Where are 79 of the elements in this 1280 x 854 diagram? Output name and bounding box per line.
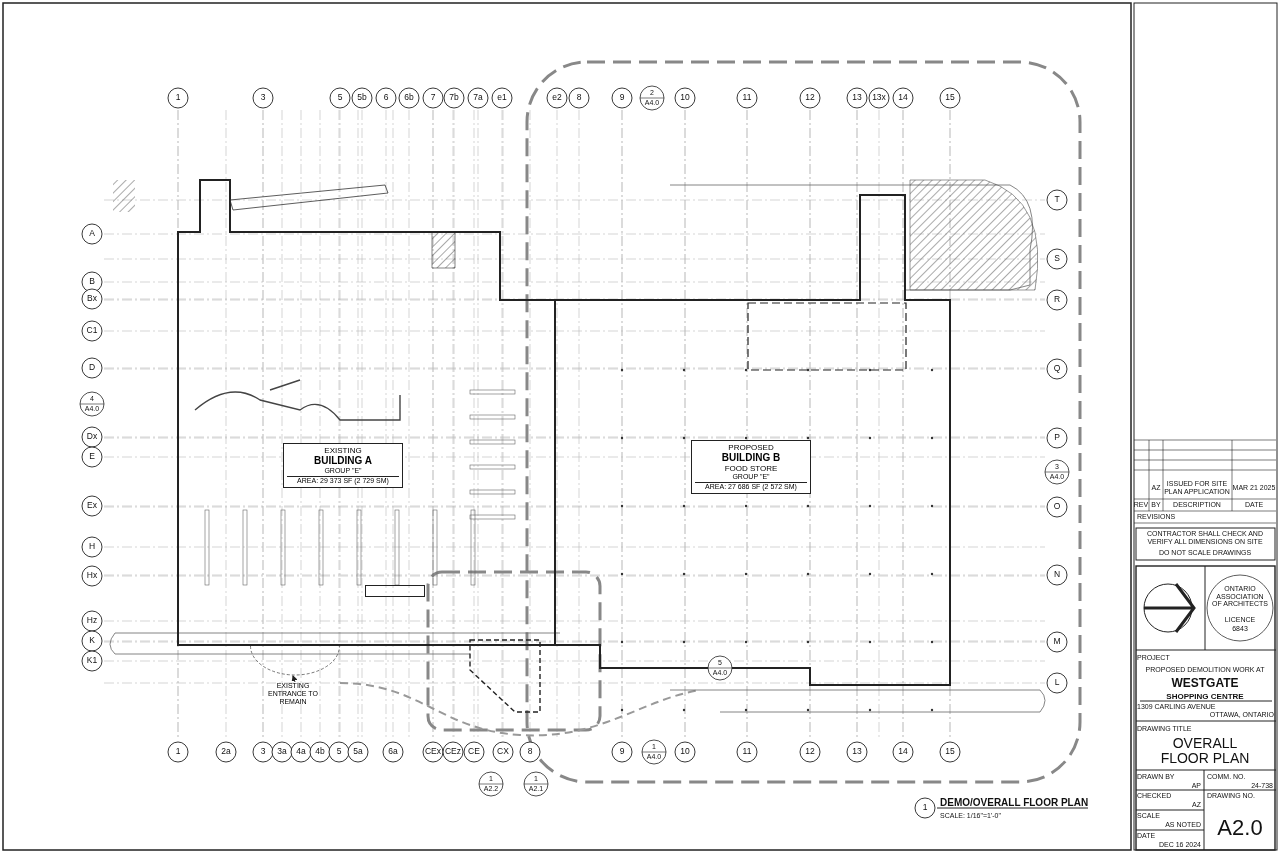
sign-box — [691, 440, 811, 494]
grid-label: 2a — [221, 747, 231, 757]
grid-label: C1 — [86, 326, 98, 336]
building-label: EXISTING — [323, 446, 363, 456]
grid-label: K1 — [86, 656, 98, 666]
sign-box — [283, 443, 403, 488]
grid-label: 7a — [473, 93, 483, 103]
grid-label: Ex — [87, 501, 97, 511]
sign-box — [365, 585, 425, 597]
entrance-arc — [250, 646, 340, 676]
grid-label: 12 — [805, 747, 815, 757]
grid-label: 6b — [404, 93, 414, 103]
grid-label: O — [1053, 502, 1061, 512]
grid-label: 15 — [945, 93, 955, 103]
grid-label: 5 — [337, 93, 343, 103]
grid-label: 10 — [680, 747, 690, 757]
grid-label: 1 — [175, 93, 181, 103]
grid-label: e1 — [497, 93, 507, 103]
grid-label: L — [1054, 678, 1060, 688]
drawing-number: A2.0 — [1217, 815, 1263, 841]
building-label: FOOD STORE — [723, 463, 779, 473]
grid-label: E — [89, 452, 95, 462]
grid-label: D — [88, 363, 96, 373]
grid-label: CEx — [424, 747, 442, 757]
grid-label: CE — [468, 747, 480, 757]
grid-label: 8 — [576, 93, 582, 103]
drawing-title: OVERALL FLOOR PLAN — [1159, 735, 1251, 767]
grid-label: Hz — [86, 616, 98, 626]
grid-label: 13x — [872, 93, 886, 103]
building-label: BUILDING A — [313, 455, 373, 467]
grid-label: M — [1053, 637, 1061, 647]
grid-label: 14 — [898, 747, 908, 757]
grid-label: CEz — [444, 747, 462, 757]
grid-label: 14 — [898, 93, 908, 103]
grid-label: N — [1053, 570, 1061, 580]
grid-label: 8 — [527, 747, 533, 757]
grid-label: 3 — [260, 747, 266, 757]
grid-label: 13 — [852, 747, 862, 757]
grid-label: 4b — [315, 747, 325, 757]
grid-label: K — [89, 636, 95, 646]
grid-label: B — [89, 277, 95, 287]
grid-label: 11 — [742, 93, 752, 103]
grid-label: 3a — [277, 747, 287, 757]
leader-line — [291, 675, 298, 683]
grid-label: A — [89, 229, 95, 239]
grid-label: 12 — [805, 93, 815, 103]
grid-label: 6a — [388, 747, 398, 757]
grid-label: 11 — [742, 747, 752, 757]
grid-label: 1 — [922, 803, 928, 813]
grid-label: 3 — [260, 93, 266, 103]
grid-label: CX — [497, 747, 509, 757]
project-name: SHOPPING CENTRE — [1166, 692, 1244, 702]
building-label: PROPOSED — [727, 443, 775, 453]
grid-label: Bx — [87, 294, 97, 304]
grid-label: 10 — [680, 93, 690, 103]
grid-label: e2 — [552, 93, 562, 103]
grid-label: S — [1054, 254, 1060, 264]
grid-label: 1 — [175, 747, 181, 757]
grid-label: 6 — [383, 93, 389, 103]
grid-label: 15 — [945, 747, 955, 757]
grid-label: 13 — [852, 93, 862, 103]
grid-label: Q — [1053, 364, 1061, 374]
grid-label: Dx — [86, 432, 98, 442]
grid-label: 5b — [357, 93, 367, 103]
grid-label: 5a — [353, 747, 363, 757]
grid-label: T — [1054, 195, 1060, 205]
grid-label: 5 — [336, 747, 342, 757]
grid-label: R — [1053, 295, 1061, 305]
drawing-title: DEMO/OVERALL FLOOR PLAN — [940, 796, 1089, 808]
grid-label: H — [88, 542, 96, 552]
grid-label: P — [1054, 433, 1060, 443]
grid-label: 4a — [296, 747, 306, 757]
grid-label: 7 — [430, 93, 436, 103]
building-label: BUILDING B — [720, 452, 782, 464]
grid-label: 9 — [619, 747, 625, 757]
project-name: WESTGATE — [1171, 677, 1239, 691]
grid-label: Hx — [86, 571, 98, 581]
grid-label: 7b — [449, 93, 459, 103]
grid-label: 9 — [619, 93, 625, 103]
